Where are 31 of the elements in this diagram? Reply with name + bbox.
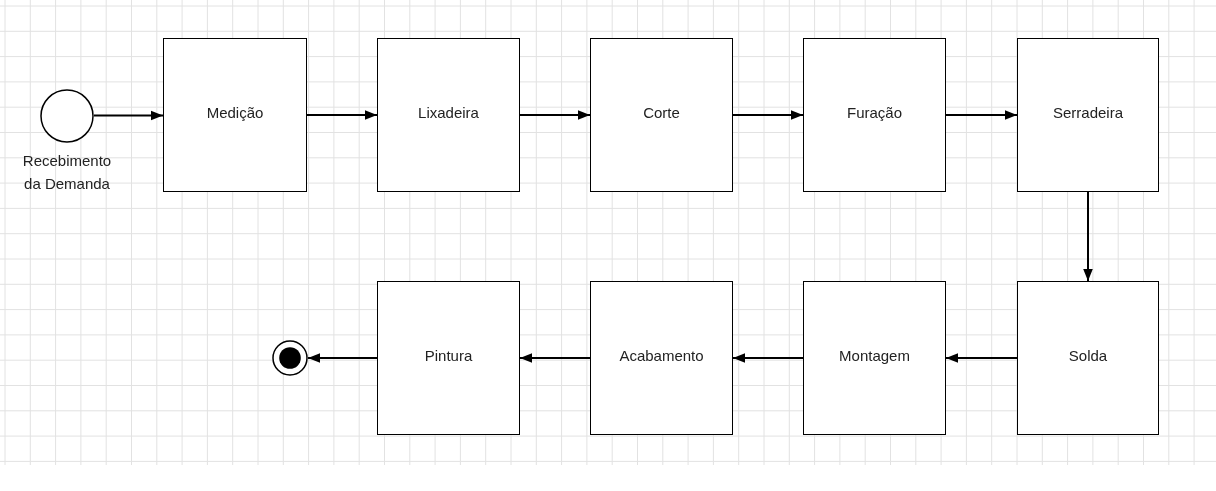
node-label: Serradeira: [1052, 103, 1123, 121]
process-box: [590, 38, 733, 192]
node-label: Furação: [847, 103, 902, 121]
node-label: Corte: [643, 103, 680, 121]
arrow: [519, 353, 591, 363]
node-label: Pintura: [424, 346, 473, 364]
process-box: [1017, 281, 1159, 435]
start-circle: [40, 89, 94, 143]
process-box: [163, 38, 307, 192]
node-label: Solda: [1068, 346, 1108, 364]
arrow: [945, 110, 1018, 120]
node-label: Montagem: [839, 346, 910, 364]
arrow: [732, 110, 804, 120]
arrow: [732, 353, 804, 363]
process-box: [803, 38, 946, 192]
arrow: [519, 110, 591, 120]
arrow: [1083, 191, 1093, 282]
process-box: [377, 281, 520, 435]
arrow: [945, 353, 1018, 363]
node-label: Lixadeira: [418, 103, 479, 121]
end-circle: [272, 340, 308, 376]
arrow: [307, 353, 378, 363]
arrow: [306, 110, 378, 120]
node-caption: Recebimento da Demanda: [21, 151, 113, 195]
process-box: [803, 281, 946, 435]
node-label: Medição: [206, 103, 264, 121]
node-label: Acabamento: [619, 346, 704, 364]
arrow: [93, 110, 164, 121]
process-box: [377, 38, 520, 192]
process-box: [1017, 38, 1159, 192]
process-box: [590, 281, 733, 435]
